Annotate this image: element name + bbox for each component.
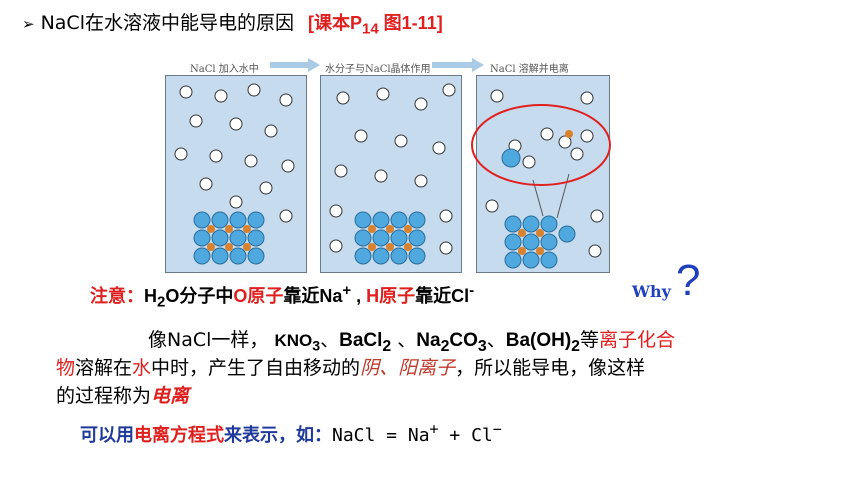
nacl-dissociation-illustration xyxy=(485,89,604,269)
paragraph-line-2: 物溶解在水中时，产生了自由移动的阴、阳离子，所以能导电，像这样 xyxy=(56,357,646,379)
ionization-equation-term: 电离方程式 xyxy=(134,425,224,446)
formula-bacl2: BaCl2 xyxy=(339,330,392,355)
nacl-in-water-illustration xyxy=(174,83,295,265)
ions-text: 阴、阳离子 xyxy=(360,357,456,379)
why-label: Why xyxy=(632,282,671,301)
bullet-arrow-icon: ➢ xyxy=(22,15,35,33)
formula-na2co3: Na2CO3 xyxy=(416,330,487,355)
figure-caption-2: 水分子与NaCl晶体作用 xyxy=(325,64,431,75)
slide-title: ➢ NaCl在水溶液中能导电的原因 [课本P14 图1-11] xyxy=(22,8,443,38)
note-label: 注意： xyxy=(90,286,144,306)
title-text: NaCl在水溶液中能导电的原因 xyxy=(40,12,294,34)
h-atom-text: H原子 xyxy=(366,286,416,306)
formula-kno3: KNO3 xyxy=(274,331,321,355)
textbook-reference: [课本P14 图1-11] xyxy=(307,13,443,38)
o-atom-text: O原子 xyxy=(233,286,284,306)
figure-caption-3: NaCl 溶解并电离 xyxy=(490,64,569,75)
beaker-panel-1 xyxy=(165,75,307,273)
paragraph-line-1: 像NaCl一样， KNO3、BaCl2 、Na2CO3、Ba(OH)2等离子化合 xyxy=(148,329,676,355)
equation-line: 可以用电离方程式来表示，如：NaCl = Na+ + Cl− xyxy=(80,420,502,446)
water-text: 水 xyxy=(132,357,152,379)
nacl-equation: NaCl = Na+ + Cl− xyxy=(332,420,502,446)
highlight-ellipse xyxy=(471,104,611,186)
ionization-term: 电离 xyxy=(151,385,190,407)
note-line: 注意：H2O分子中O原子靠近Na+ , H原子靠近Cl- xyxy=(90,282,475,311)
process-arrow-icon xyxy=(432,58,484,72)
paragraph-line-3: 的过程称为电离 xyxy=(56,385,190,407)
ionic-compound-text-2: 物 xyxy=(56,357,76,379)
ionic-compound-text-1: 离子化合 xyxy=(599,329,676,351)
question-mark-icon: ? xyxy=(676,256,701,305)
process-arrow-icon xyxy=(270,58,320,72)
formula-baoh2: Ba(OH)2 xyxy=(505,330,580,355)
figure-caption-1: NaCl 加入水中 xyxy=(190,64,259,75)
water-crystal-interaction-illustration xyxy=(329,83,456,265)
beaker-panel-2 xyxy=(320,75,462,273)
